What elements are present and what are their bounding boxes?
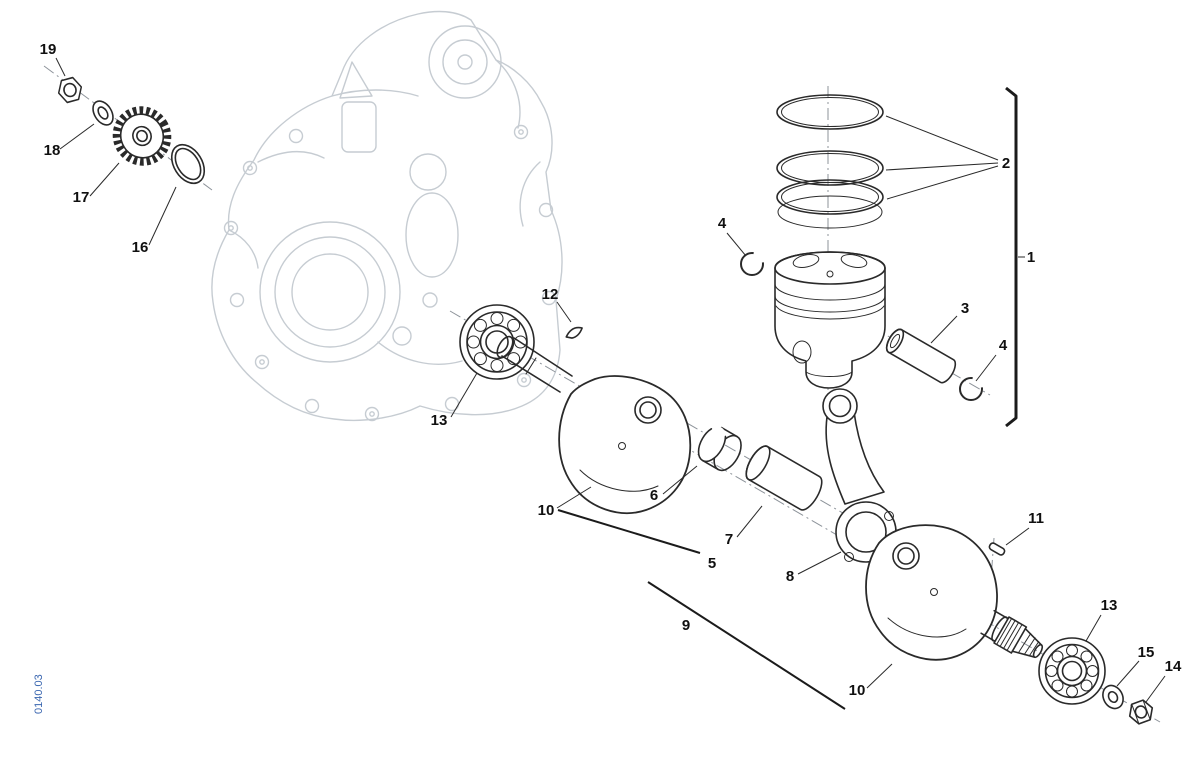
- callout-7: 7: [725, 531, 733, 548]
- circlip-upper: [740, 252, 764, 276]
- crankshaft-key: [565, 326, 583, 339]
- callout-12: 12: [542, 286, 559, 303]
- callout-18: 18: [44, 142, 61, 159]
- crankshaft-output-shaft: [980, 609, 1044, 659]
- leader-callout-2a: [885, 115, 999, 161]
- callout-2: 2: [1002, 155, 1010, 172]
- leader-callout-6: [662, 465, 698, 495]
- circlip-lower: [959, 377, 983, 401]
- group-line-5: [557, 509, 701, 554]
- callout-10-right: 10: [849, 682, 866, 699]
- callout-15: 15: [1138, 644, 1155, 661]
- leader-callout-18: [59, 123, 95, 150]
- piston-rings: [776, 94, 884, 229]
- leader-callout-2b: [885, 162, 999, 171]
- leader-callout-12: [556, 301, 572, 323]
- main-bearing-left: [459, 304, 535, 380]
- callout-19: 19: [40, 41, 57, 58]
- woodruff-key: [988, 542, 1006, 556]
- drawing-code: 0140.03: [33, 674, 45, 714]
- piston: [774, 251, 886, 389]
- callout-10-left: 10: [538, 502, 555, 519]
- callout-14: 14: [1165, 658, 1182, 675]
- piston-pin: [885, 328, 957, 384]
- leader-callout-13-left: [450, 372, 478, 418]
- leader-callout-11: [1005, 527, 1030, 546]
- leader-callout-2c: [886, 165, 999, 200]
- callout-6: 6: [650, 487, 658, 504]
- shaft-nut: [1128, 699, 1154, 725]
- piston-assembly-bracket: [1005, 86, 1018, 428]
- callout-11: 11: [1028, 510, 1044, 527]
- callout-1: 1: [1027, 249, 1035, 266]
- leader-callout-8: [797, 551, 842, 575]
- crankcase-ghost: [211, 10, 563, 422]
- leader-callout-4-lower: [975, 354, 997, 382]
- leader-callout-17: [89, 162, 120, 197]
- gear-nut: [57, 76, 83, 104]
- crank-pin: [745, 445, 823, 511]
- group-line-9: [647, 581, 846, 710]
- gear-washer: [92, 100, 114, 126]
- leader-callout-10-right: [866, 663, 893, 689]
- callout-3: 3: [961, 300, 969, 317]
- callout-13-left: 13: [431, 412, 448, 429]
- shaft-washer: [1102, 684, 1124, 710]
- leader-callout-19: [55, 57, 66, 77]
- leader-callout-14: [1145, 675, 1166, 703]
- callout-8: 8: [786, 568, 794, 585]
- leader-callout-16: [148, 186, 177, 246]
- callout-4-upper: 4: [718, 215, 727, 232]
- crank-web-left: [496, 335, 692, 514]
- primary-drive-gear: [112, 106, 172, 166]
- spacer-ring: [170, 143, 206, 185]
- callout-16: 16: [132, 239, 149, 256]
- callout-17: 17: [73, 189, 90, 206]
- callout-5: 5: [708, 555, 716, 572]
- callout-labels: 19 18 17 16 12 13 10 6 7 5 8 9 2 1 4 3 4…: [40, 41, 1182, 699]
- callout-9: 9: [682, 617, 690, 634]
- callout-4-lower: 4: [999, 337, 1008, 354]
- connecting-rod: [822, 388, 897, 563]
- leader-lines: [55, 57, 1166, 703]
- leader-callout-10-left: [556, 486, 592, 509]
- crank-web-right: [865, 524, 998, 661]
- leader-callout-13-right: [1085, 614, 1102, 642]
- main-bearing-right: [1038, 637, 1106, 705]
- leader-callout-3: [930, 315, 958, 344]
- leader-callout-15: [1116, 660, 1140, 687]
- crankpin-spacer: [697, 425, 742, 472]
- callout-13-right: 13: [1101, 597, 1118, 614]
- crankshaft-axis-centerline: [449, 310, 1161, 723]
- leader-callout-7: [736, 505, 763, 538]
- leader-callout-4-upper: [726, 232, 747, 257]
